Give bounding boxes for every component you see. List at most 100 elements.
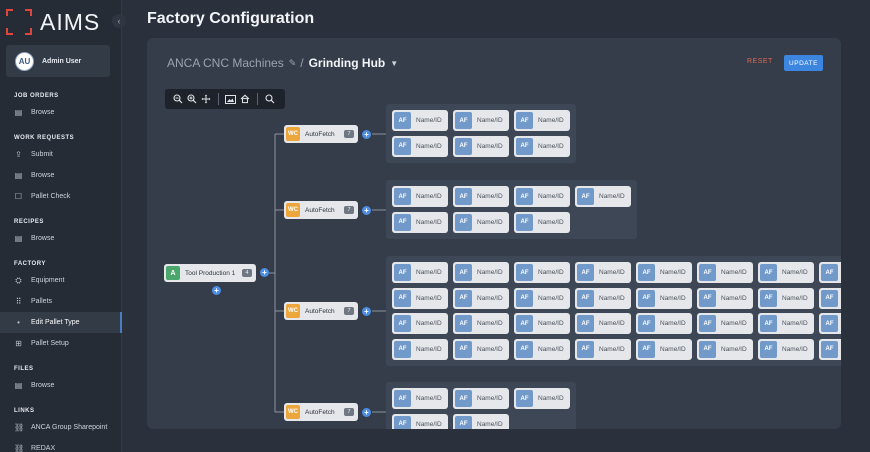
breadcrumb-parent[interactable]: ANCA CNC Machines xyxy=(167,56,284,70)
sidebar-item-pallets[interactable]: ⠿Pallets xyxy=(0,291,122,312)
af-name-label: Name/ID xyxy=(477,320,503,327)
home-icon[interactable] xyxy=(238,92,251,106)
af-type-tag: AF xyxy=(516,315,533,332)
logo[interactable]: AIMS xyxy=(6,8,100,36)
zoom-out-icon[interactable] xyxy=(171,92,184,106)
sidebar-item-anca-group-sharepoint[interactable]: ⛓ANCA Group Sharepoint xyxy=(0,417,122,438)
sidebar-item-browse[interactable]: ▤Browse xyxy=(0,228,122,249)
sidebar-item-edit-pallet-type[interactable]: •Edit Pallet Type xyxy=(0,312,122,333)
breadcrumb-current[interactable]: Grinding Hub xyxy=(308,56,386,70)
move-arrows-icon[interactable] xyxy=(199,92,212,106)
add-af-button[interactable]: + xyxy=(362,306,371,316)
update-button[interactable]: UPDATE xyxy=(784,55,823,71)
sidebar-item-browse[interactable]: ▤Browse xyxy=(0,375,122,396)
edit-pencil-icon[interactable]: ✎ xyxy=(288,57,297,68)
af-name-label: Name/ID xyxy=(721,269,747,276)
sidebar-item-pallet-setup[interactable]: ⊞Pallet Setup xyxy=(0,333,122,354)
browse-icon: ▤ xyxy=(14,234,23,243)
chevron-down-icon[interactable]: ▼ xyxy=(390,58,399,68)
pallets-grid-icon: ⠿ xyxy=(15,297,22,306)
add-af-button[interactable]: + xyxy=(362,205,371,215)
add-child-button[interactable]: + xyxy=(260,268,269,277)
sidebar-item-redax[interactable]: ⛓REDAX xyxy=(0,438,122,452)
add-sibling-button[interactable]: + xyxy=(212,286,221,295)
af-type-tag: AF xyxy=(394,340,411,358)
user-profile[interactable]: AU Admin User xyxy=(6,45,110,77)
sidebar-item-equipment[interactable]: ⛭Equipment xyxy=(0,270,122,291)
sidebar-item-browse[interactable]: ▤Browse xyxy=(0,165,122,186)
sidebar-item-label: Edit Pallet Type xyxy=(31,319,80,326)
breadcrumb: ANCA CNC Machines ✎ / Grinding Hub ▼ xyxy=(167,56,398,70)
add-af-button[interactable]: + xyxy=(362,129,371,139)
add-af-button[interactable]: + xyxy=(362,407,371,417)
sidebar-item-pallet-check[interactable]: ☐Pallet Check xyxy=(0,186,122,207)
node-count-badge: 4 xyxy=(242,269,252,277)
fit-view-icon[interactable] xyxy=(224,92,237,106)
sidebar-item-submit[interactable]: ⇪Submit xyxy=(0,144,122,165)
af-name-label: Name/ID xyxy=(782,294,808,302)
sidebar-item-browse[interactable]: ▤Browse xyxy=(0,102,122,123)
zoom-in-icon[interactable] xyxy=(185,92,198,106)
reset-button[interactable]: RESET xyxy=(747,58,773,65)
collapse-sidebar-chevron-icon[interactable]: ‹ xyxy=(112,14,126,28)
search-icon[interactable] xyxy=(263,92,276,106)
